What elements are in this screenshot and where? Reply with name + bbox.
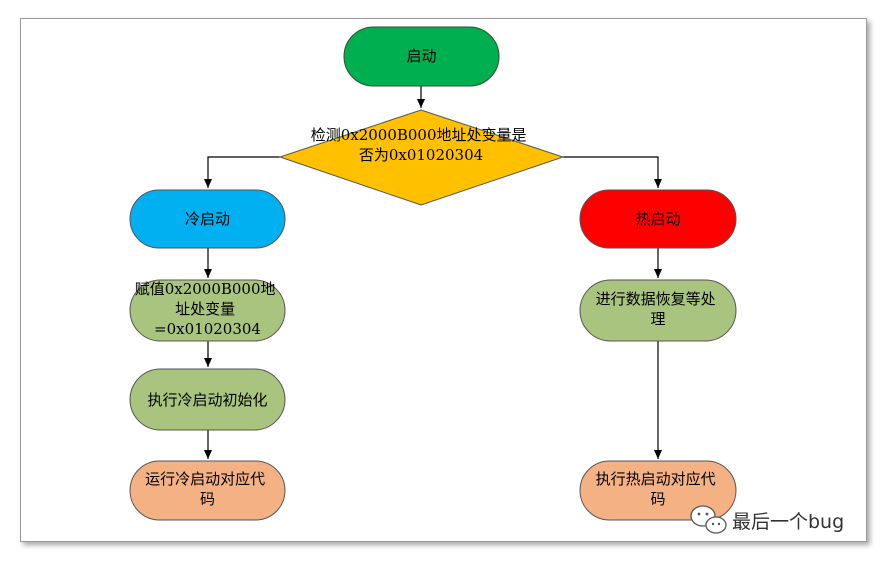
- hot-start-label: 热启动: [635, 210, 680, 228]
- cold-init-node: [129, 368, 286, 431]
- start-label: 启动: [406, 47, 436, 65]
- decision-label: 检测0x2000B000地址处变量是 否为0x01020304: [311, 126, 532, 164]
- cold-start-node: [129, 189, 286, 249]
- recover-node: [579, 279, 737, 342]
- start-node: [343, 26, 500, 87]
- run-cold-label: 运行冷启动对应代 码: [145, 470, 270, 508]
- run-hot-node: [579, 460, 737, 521]
- watermark-text: 最后一个bug: [732, 511, 844, 533]
- run-cold-node: [129, 460, 286, 521]
- cold-init-label: 执行冷启动初始化: [147, 391, 267, 409]
- assign-label: 赋值0x2000B000地 址处变量 =0x01020304: [135, 280, 281, 338]
- watermark: 最后一个bug: [690, 505, 844, 534]
- edge-decision-cold: [204, 156, 280, 188]
- edge-decision-hot: [563, 156, 662, 188]
- recover-label: 进行数据恢复等处 理: [596, 290, 721, 328]
- assign-node: [129, 279, 286, 342]
- wechat-icon: [690, 505, 727, 534]
- run-hot-label: 执行热启动对应代 码: [596, 470, 721, 508]
- cold-start-label: 冷启动: [185, 210, 230, 228]
- decision-node: [278, 109, 565, 206]
- hot-start-node: [579, 189, 737, 249]
